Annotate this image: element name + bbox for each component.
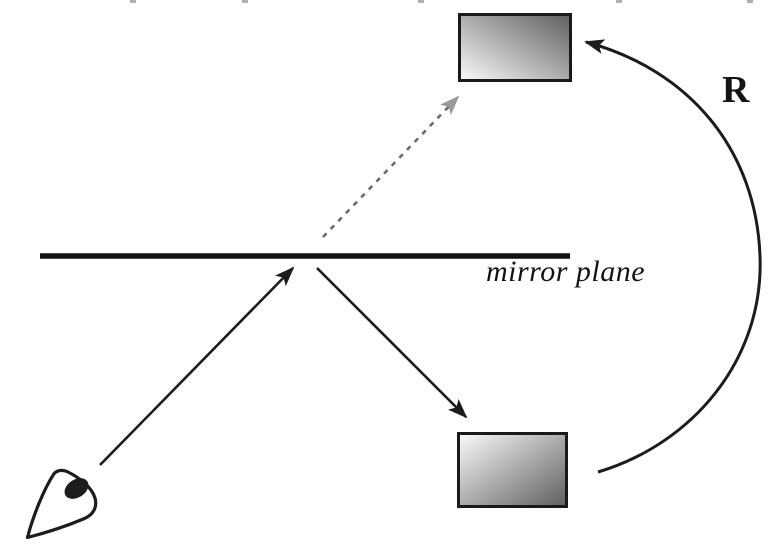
eye-pupil (64, 478, 89, 499)
cropped-text-artifact (616, 0, 622, 3)
cropped-text-artifact (130, 0, 136, 3)
rotation-label: R (722, 69, 750, 111)
eye-icon (25, 468, 98, 540)
image-object-rect (458, 13, 572, 82)
cropped-text-artifact (242, 0, 248, 3)
cropped-text-artifact (418, 0, 424, 3)
reflected-ray-arrow (316, 267, 468, 419)
real-object-rect (457, 432, 568, 508)
cropped-text-artifact (747, 0, 753, 3)
virtual-ray-dashed-arrow (322, 95, 460, 238)
rotation-arrow (584, 39, 762, 474)
incident-ray-arrow (99, 266, 295, 466)
mirror-plane-label: mirror plane (486, 255, 646, 288)
